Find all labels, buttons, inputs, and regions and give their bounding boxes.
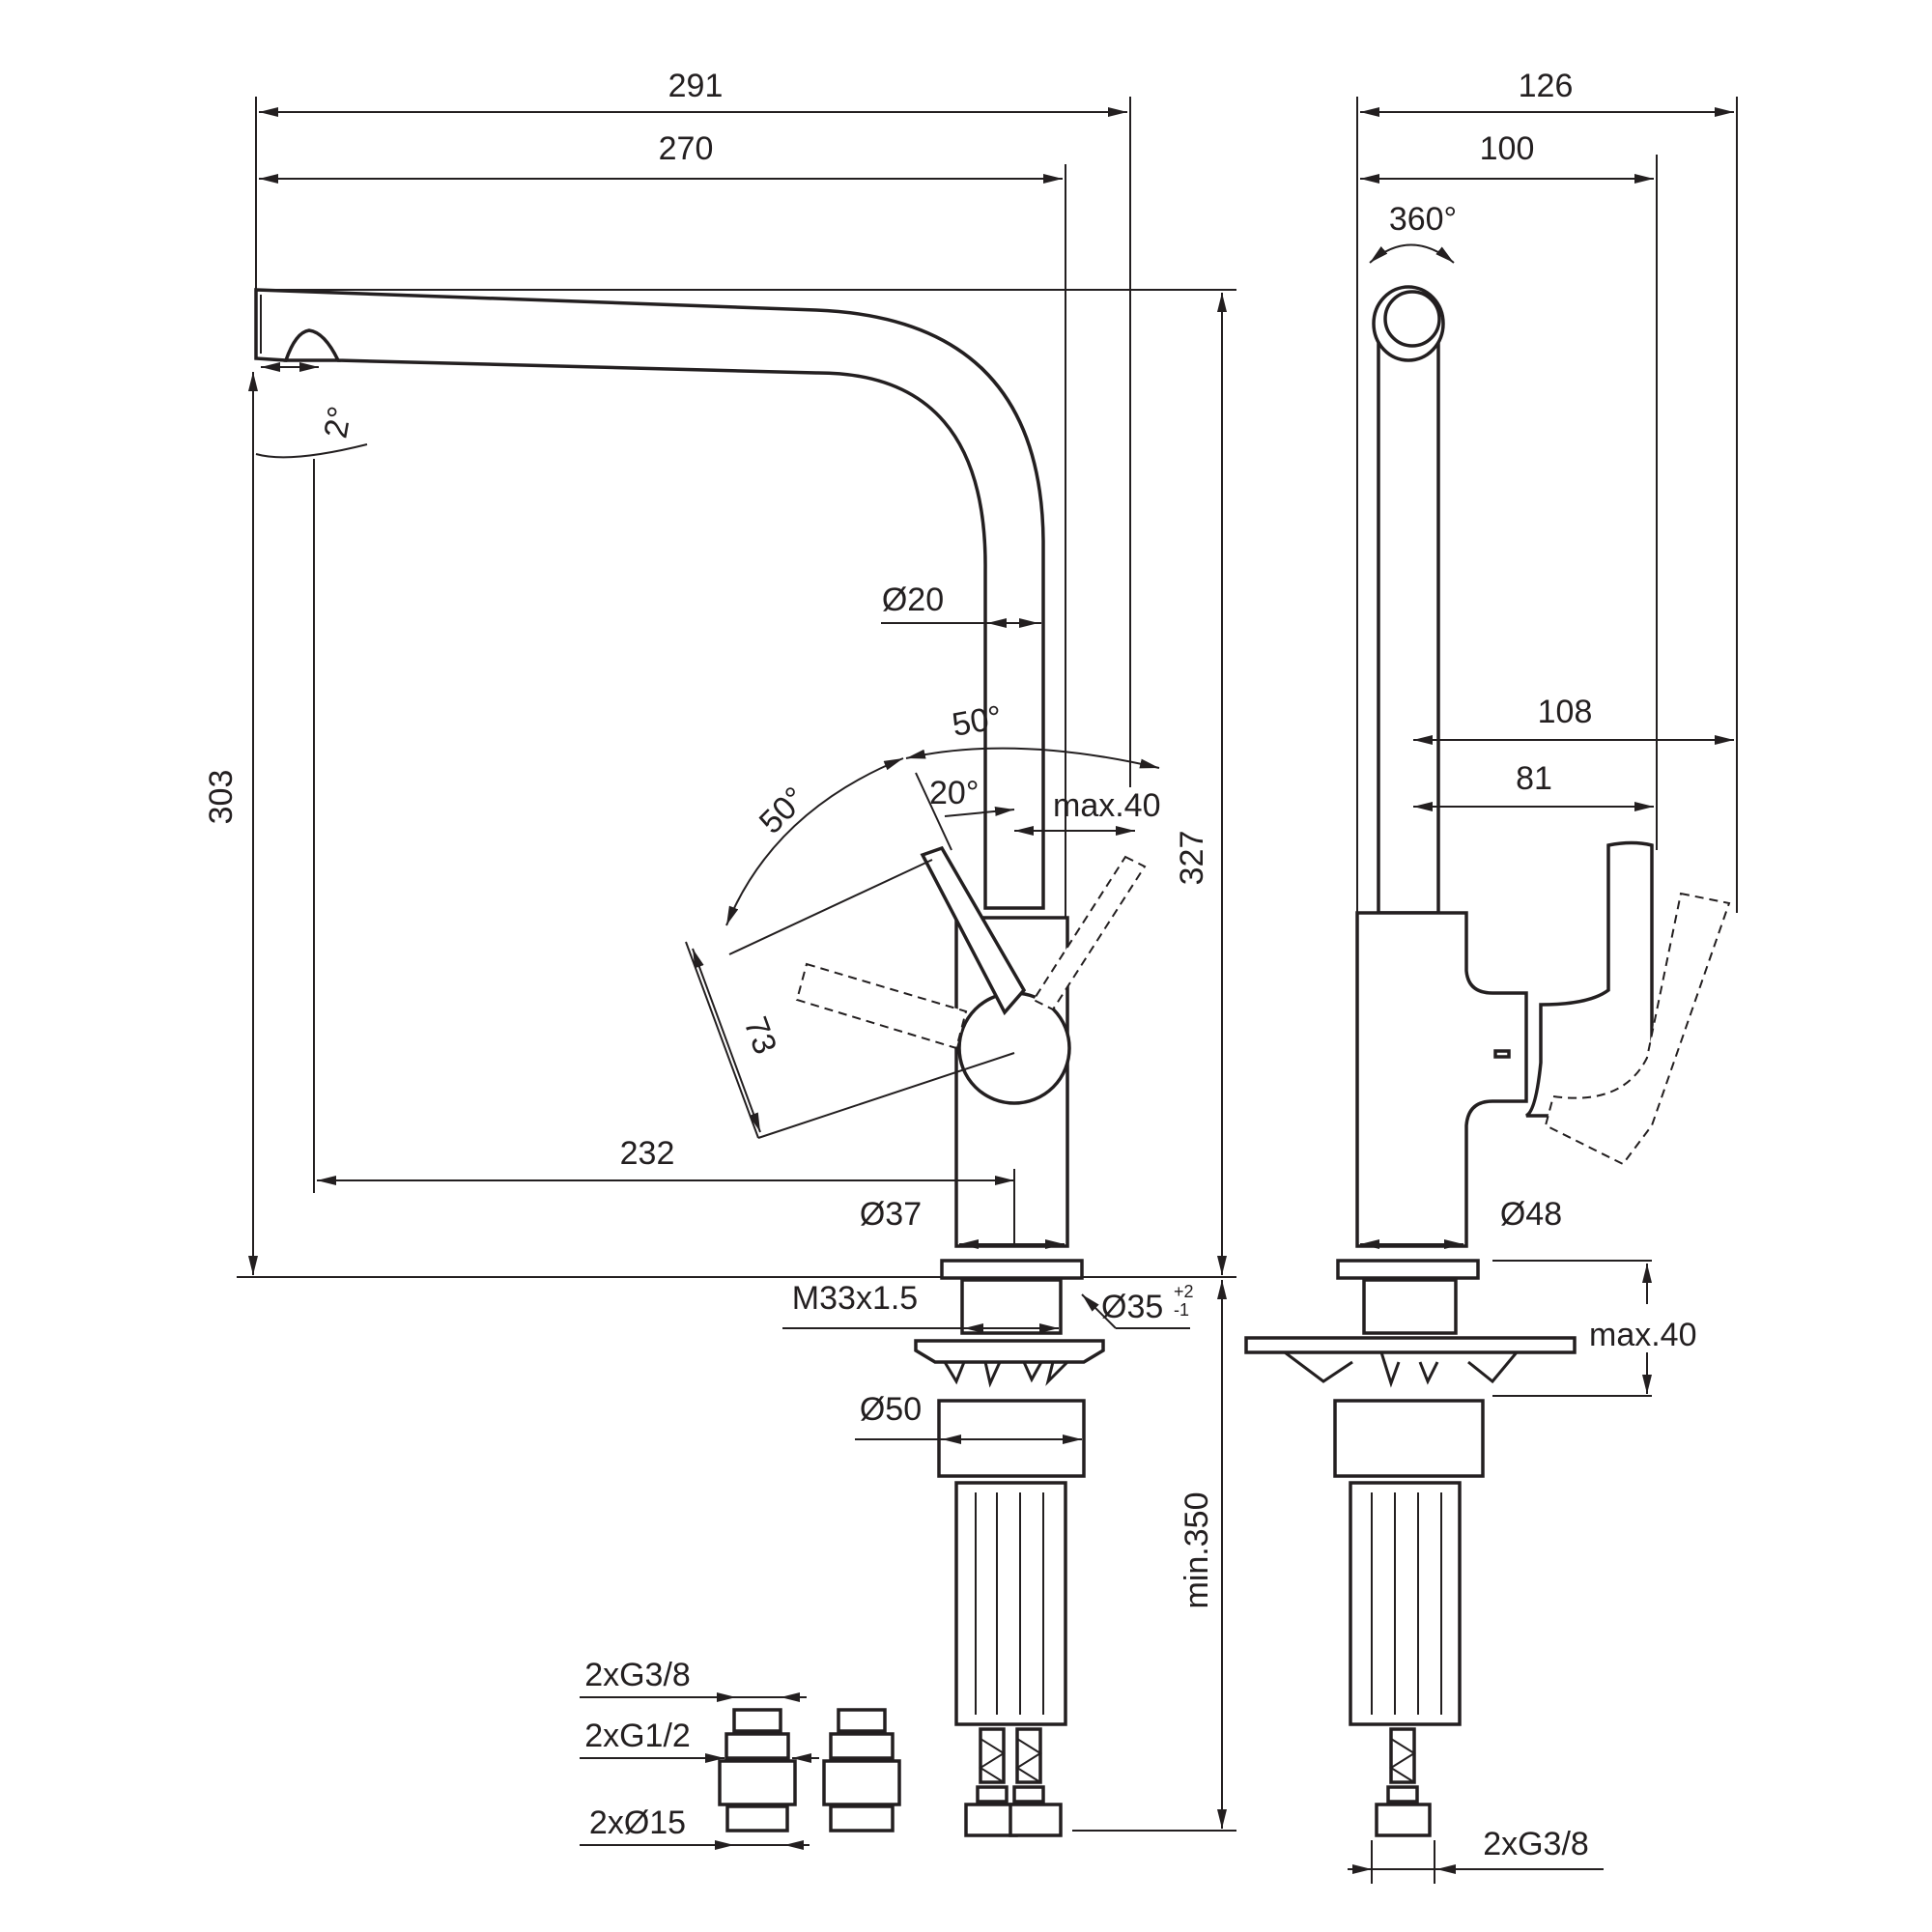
front-sleeve-grooves — [1371, 1492, 1442, 1715]
lever-dashed-back — [795, 962, 968, 1050]
dim-max40-deck: max.40 — [1589, 1317, 1697, 1353]
dim-d20: Ø20 — [882, 582, 944, 618]
dim-50deg-front: 50° — [753, 780, 813, 840]
dim-108: 108 — [1538, 694, 1593, 730]
hex-nut-left — [964, 1803, 1018, 1837]
dim-303: 303 — [203, 770, 240, 825]
hose-fitting-left — [976, 1785, 1009, 1804]
front-view: 126 100 360° 108 81 Ø48 max.40 2xG3/8 — [1244, 68, 1738, 1884]
front-lever — [1524, 840, 1654, 1118]
dim-232: 232 — [620, 1135, 675, 1172]
dim-d48: Ø48 — [1500, 1196, 1562, 1233]
aerator — [283, 328, 341, 362]
dim-270: 270 — [659, 130, 714, 167]
dim-d35-tol-plus: +2 — [1174, 1282, 1194, 1301]
label-2xg12: 2xG1/2 — [584, 1718, 691, 1754]
mounting-clips — [943, 1360, 1069, 1388]
dim-20deg: 20° — [929, 775, 979, 811]
dim-50deg-back: 50° — [950, 699, 1005, 744]
sleeve-grooves — [975, 1492, 1044, 1715]
lever — [920, 845, 1027, 1016]
side-view: 291 270 303 327 2° Ø20 50° 50° 20° max.4… — [203, 68, 1236, 1837]
dim-min350: min.350 — [1179, 1492, 1215, 1609]
hose-fitting-right — [1012, 1785, 1045, 1804]
dim-2deg: 2° — [317, 404, 358, 441]
dim-d35-tol-minus: -1 — [1174, 1300, 1189, 1320]
dim-291: 291 — [668, 68, 724, 104]
front-flange — [1336, 1259, 1480, 1280]
dim-126: 126 — [1519, 68, 1574, 104]
front-hose — [1389, 1727, 1416, 1784]
label-2xd15: 2xØ15 — [589, 1804, 686, 1841]
front-hex-nut — [1375, 1803, 1432, 1837]
base-flange — [940, 1259, 1084, 1280]
front-body — [1355, 911, 1528, 1248]
front-lever-dashed — [1544, 892, 1731, 1166]
front-shank — [1362, 1278, 1458, 1335]
adapters: 2xG3/8 2xG1/2 2xØ15 — [580, 1657, 901, 1850]
threaded-shank — [960, 1278, 1063, 1335]
hex-nut-right — [1009, 1803, 1063, 1837]
side-extension-lines — [237, 97, 1236, 1832]
dim-m33: M33x1.5 — [792, 1280, 918, 1317]
dim-327: 327 — [1174, 831, 1210, 886]
dim-d37: Ø37 — [860, 1196, 922, 1233]
dim-max40-lever: max.40 — [1053, 787, 1161, 824]
front-deck-plate — [1244, 1336, 1577, 1354]
dim-100: 100 — [1480, 130, 1535, 167]
dim-d35: Ø35 — [1101, 1289, 1163, 1325]
label-2xg38: 2xG3/8 — [584, 1657, 691, 1693]
front-sleeve — [1349, 1481, 1462, 1726]
fluted-sleeve — [954, 1481, 1067, 1726]
front-nut — [1333, 1399, 1485, 1478]
dim-81: 81 — [1516, 760, 1552, 797]
dim-73: 73 — [736, 1012, 783, 1060]
front-spout-head-inner — [1383, 290, 1441, 348]
front-tube — [1377, 331, 1440, 915]
dim-d50: Ø50 — [860, 1391, 922, 1428]
mounting-plate — [914, 1339, 1105, 1364]
label-front-2xg38: 2xG3/8 — [1483, 1826, 1589, 1862]
dim-360deg: 360° — [1389, 201, 1457, 238]
lever-dashed-front — [1032, 855, 1147, 1011]
